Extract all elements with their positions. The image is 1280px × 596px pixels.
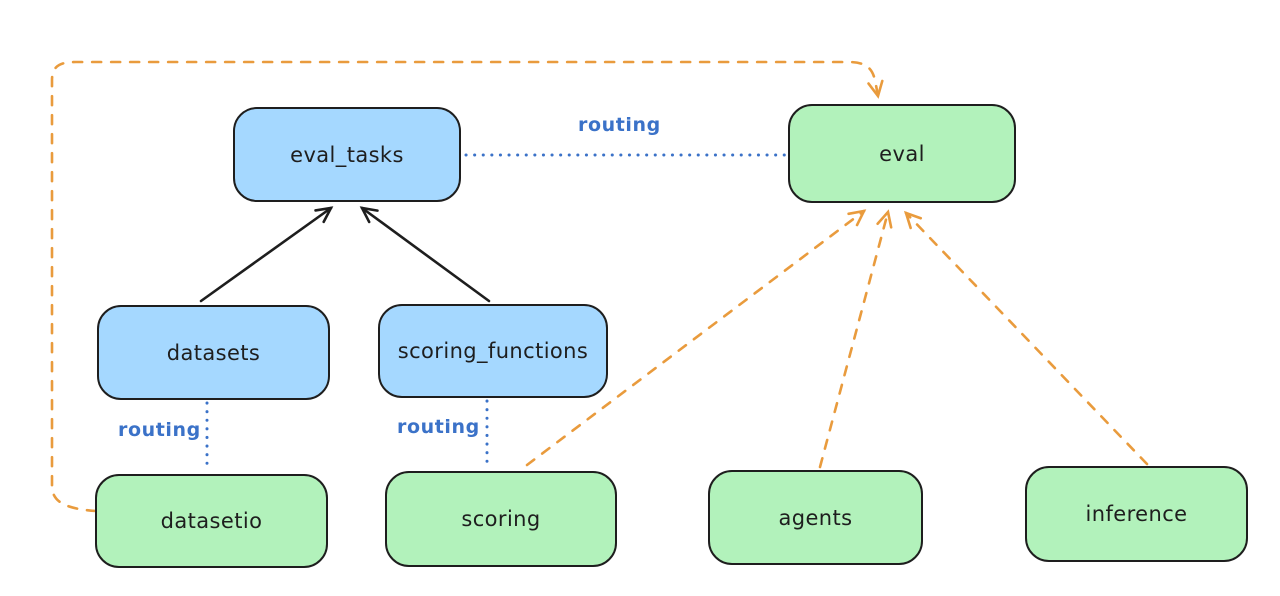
node-eval-tasks[interactable]: eval_tasks <box>233 107 461 202</box>
node-inference-label: inference <box>1085 502 1188 526</box>
edge-label-routing-eval-tasks-eval: routing <box>578 114 661 136</box>
node-eval-tasks-label: eval_tasks <box>290 142 404 167</box>
node-inference[interactable]: inference <box>1025 466 1248 562</box>
edge-label-routing-scoring-functions-scoring: routing <box>397 416 480 438</box>
node-datasetio-label: datasetio <box>160 509 263 533</box>
node-eval-label: eval <box>879 141 925 166</box>
edge-agents-to-eval <box>818 209 893 469</box>
edge-datasets-to-eval-tasks <box>199 206 334 303</box>
edge-datasetio-to-eval <box>50 60 884 513</box>
edge-scoring-functions-to-eval-tasks <box>359 206 491 303</box>
node-eval[interactable]: eval <box>788 104 1016 203</box>
node-agents[interactable]: agents <box>708 470 923 565</box>
node-datasetio[interactable]: datasetio <box>95 474 328 568</box>
node-scoring-functions-label: scoring_functions <box>397 339 589 363</box>
node-scoring-functions[interactable]: scoring_functions <box>378 304 608 398</box>
edge-inference-to-eval <box>903 210 1149 466</box>
node-scoring[interactable]: scoring <box>385 471 617 567</box>
node-agents-label: agents <box>778 505 853 530</box>
node-datasets[interactable]: datasets <box>97 305 330 400</box>
node-datasets-label: datasets <box>166 340 261 365</box>
edge-label-routing-datasets-datasetio: routing <box>118 419 201 441</box>
edge-scoring-to-eval <box>525 209 867 467</box>
node-scoring-label: scoring <box>461 507 541 531</box>
